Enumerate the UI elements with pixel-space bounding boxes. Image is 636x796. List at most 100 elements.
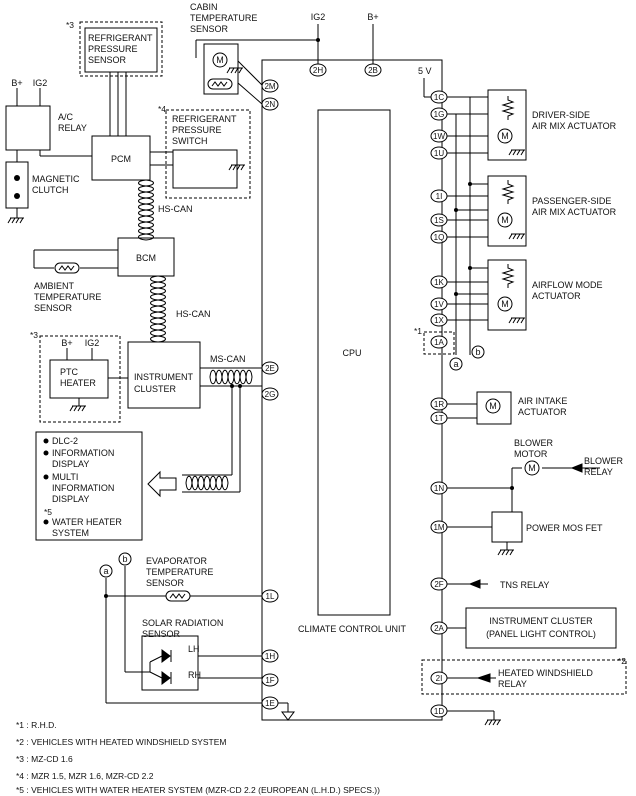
footnote-3: *3 : MZ-CD 1.6 <box>16 754 73 764</box>
pin-label-1D: 1D <box>434 707 444 716</box>
photodiodes <box>161 649 172 685</box>
pin-2B <box>364 63 382 77</box>
cpu-label: CPU <box>342 348 361 358</box>
driver-actuator-box <box>487 89 527 161</box>
pin-label-1G: 1G <box>434 110 445 119</box>
evap-sensor-line1: EVAPORATOR <box>146 556 208 566</box>
tns-relay-label: TNS RELAY <box>500 580 549 590</box>
info-display-line2: DISPLAY <box>52 459 89 469</box>
pin-label-2F: 2F <box>434 580 443 589</box>
motor-symbols <box>212 52 540 476</box>
refrig-sensor-line3: SENSOR <box>88 55 127 65</box>
dlc-box <box>35 431 143 541</box>
evaporator-thermistor <box>165 590 191 602</box>
ambient-sensor-line3: SENSOR <box>34 303 73 313</box>
evap-sensor-line2: TEMPERATURE <box>146 567 213 577</box>
arrows <box>147 463 600 683</box>
driver-actuator-line1: DRIVER-SIDE <box>532 110 590 120</box>
driver-actuator-line2: AIR MIX ACTUATOR <box>532 121 617 131</box>
blower-relay-line2: RELAY <box>584 467 613 477</box>
ac-relay-line2: RELAY <box>58 123 87 133</box>
heated-windshield-line2: RELAY <box>498 679 527 689</box>
ambient-thermistor <box>54 262 80 274</box>
svg-text:M: M <box>489 401 497 411</box>
ambient-sensor-line2: TEMPERATURE <box>34 292 101 302</box>
mark3-refrig: *3 <box>66 20 74 30</box>
cabin-thermistor <box>207 78 233 90</box>
ground-symbol <box>508 233 526 240</box>
lh-label: LH <box>188 644 200 654</box>
hs-can-2-label: HS-CAN <box>176 309 211 319</box>
can-twisted-pairs <box>138 179 253 491</box>
svg-text:M: M <box>501 215 509 225</box>
svg-text:M: M <box>216 55 224 65</box>
pin-label-1T: 1T <box>434 414 443 423</box>
panel-light-box <box>465 607 617 649</box>
pin-label-1M: 1M <box>433 523 444 532</box>
pin-label-1E: 1E <box>265 699 275 708</box>
footnote-1: *1 : R.H.D. <box>16 720 57 730</box>
pin-label-1V: 1V <box>434 300 444 309</box>
pin-1R <box>430 397 448 411</box>
solar-sensor-box <box>141 635 199 691</box>
ac-bplus-label: B+ <box>11 78 22 88</box>
panel-light-line1: INSTRUMENT CLUSTER <box>489 616 593 626</box>
water-heater-line2: SYSTEM <box>52 528 89 538</box>
pin-2E <box>261 361 279 375</box>
pin-label-2M: 2M <box>264 82 275 91</box>
rh-label: RH <box>188 670 201 680</box>
pin-label-1N: 1N <box>434 484 444 493</box>
mark2-windshield: *2 <box>618 656 626 666</box>
pin-1U <box>430 146 448 160</box>
ambient-sensor-line1: AMBIENT <box>34 281 75 291</box>
pin-label-1X: 1X <box>434 316 444 325</box>
pin-1F <box>261 673 279 687</box>
pin-2F <box>430 577 448 591</box>
motor-letters: M M M M M M <box>216 55 536 473</box>
pin-1X <box>430 313 448 327</box>
conn-a-right: a <box>453 359 458 369</box>
air-intake-line2: ACTUATOR <box>518 407 567 417</box>
blower-motor-line1: BLOWER <box>514 438 554 448</box>
bcm-box <box>117 237 175 277</box>
pin-label-2A: 2A <box>434 624 444 633</box>
mark1-rhd: *1 <box>414 326 422 336</box>
pin-label-1H: 1H <box>265 652 275 661</box>
cabin-sensor-line3: SENSOR <box>190 24 229 34</box>
pin-label-1S: 1S <box>434 216 444 225</box>
pin-1K <box>430 275 448 289</box>
cabin-sensor-line2: TEMPERATURE <box>190 13 257 23</box>
ptc-dashbox <box>39 335 121 423</box>
rhd-dashbox <box>423 331 455 355</box>
multi-display-line1: MULTI <box>52 472 78 482</box>
mosfet-box <box>491 511 523 543</box>
ground-symbol <box>226 67 244 74</box>
ac-ig2-label: IG2 <box>33 78 48 88</box>
passenger-actuator-line2: AIR MIX ACTUATOR <box>532 207 617 217</box>
ground-symbol <box>484 719 502 726</box>
panel-light-line2: (PANEL LIGHT CONTROL) <box>486 629 596 639</box>
pin-1L <box>261 589 279 603</box>
air-intake-line1: AIR INTAKE <box>518 396 567 406</box>
multi-display-line3: DISPLAY <box>52 494 89 504</box>
refrig-sensor-line2: PRESSURE <box>88 44 138 54</box>
junction-dots <box>14 38 514 598</box>
bcm-label: BCM <box>136 253 156 263</box>
magnetic-clutch-box <box>5 161 29 209</box>
pin-1E <box>261 696 279 710</box>
pin-label-2B: 2B <box>368 66 378 75</box>
pin-1I <box>430 189 448 203</box>
pin-1C <box>430 90 448 104</box>
footnote-4: *4 : MZR 1.5, MZR 1.6, MZR-CD 2.2 <box>16 771 154 781</box>
conn-b-left: b <box>122 554 127 564</box>
cabin-sensor-box <box>203 43 239 95</box>
ptc-ig2-label: IG2 <box>85 338 100 348</box>
hs-can-1-label: HS-CAN <box>158 204 193 214</box>
unit-title: CLIMATE CONTROL UNIT <box>298 624 407 634</box>
conn-b-right: b <box>475 347 480 357</box>
blower-relay-line1: BLOWER <box>584 456 624 466</box>
multi-display-line2: INFORMATION <box>52 483 114 493</box>
evap-sensor-line3: SENSOR <box>146 578 185 588</box>
pin-label-1Q: 1Q <box>434 233 445 242</box>
